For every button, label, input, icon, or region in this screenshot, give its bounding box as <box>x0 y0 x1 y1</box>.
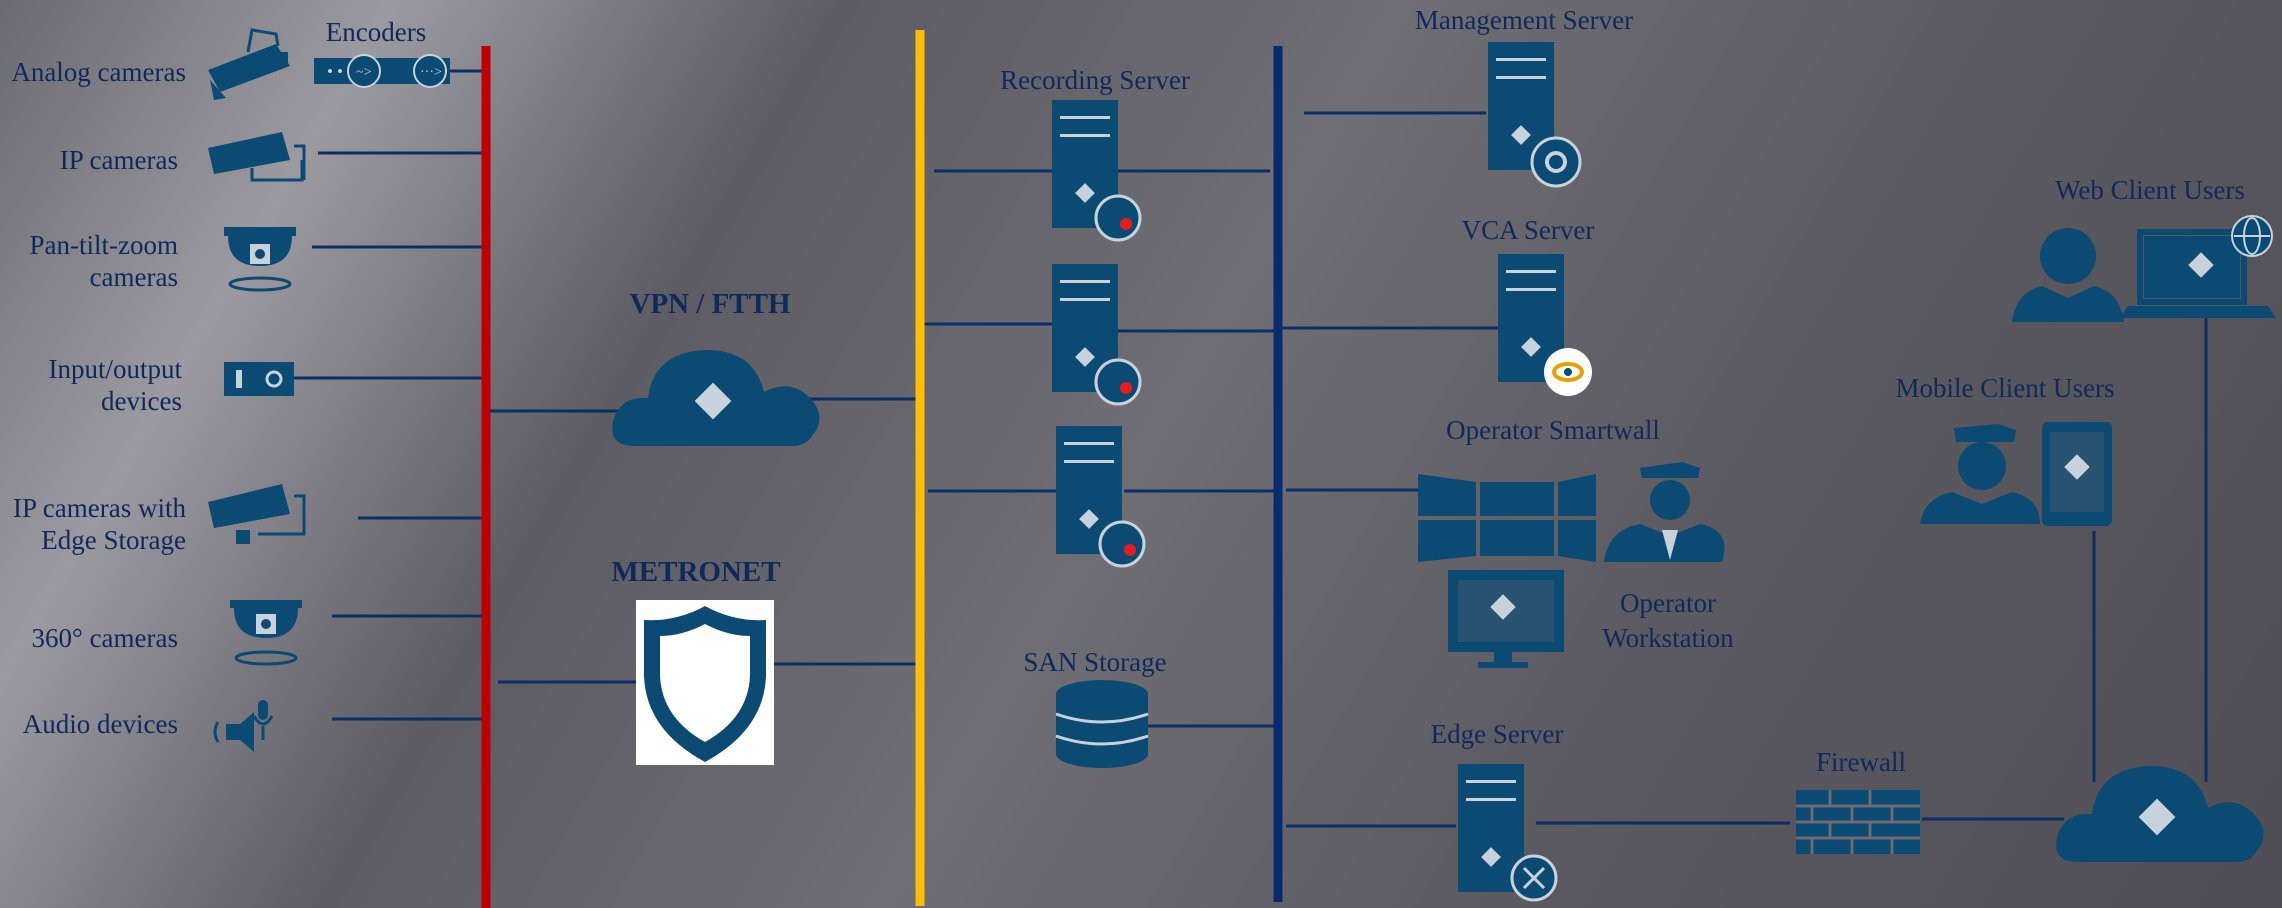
edge-server-icon <box>1458 764 1558 902</box>
mobile-phone-icon <box>2042 422 2112 526</box>
workstation-label-line1: Operator <box>1620 588 1716 618</box>
smartwall-label: Operator Smartwall <box>1446 415 1660 445</box>
360-camera-icon <box>230 600 302 666</box>
smartwall-icon <box>1418 474 1596 562</box>
encoder-icon: ~> ···> <box>314 54 450 88</box>
analog-cameras-label: Analog cameras <box>11 57 186 87</box>
ptz-label-line1: Pan-tilt-zoom <box>29 230 178 260</box>
edge-server-label: Edge Server <box>1430 719 1564 749</box>
recording-server-icon-1 <box>1052 100 1142 242</box>
web-client-label: Web Client Users <box>2055 175 2245 205</box>
recording-server-label: Recording Server <box>1000 65 1190 95</box>
vca-server-label: VCA Server <box>1461 215 1595 245</box>
io-device-icon <box>224 362 294 396</box>
recording-server-icon-3 <box>1056 426 1146 568</box>
edge-cameras-label-line1: IP cameras with <box>13 493 186 523</box>
workstation-monitor-icon <box>1448 570 1564 668</box>
mobile-client-label: Mobile Client Users <box>1895 373 2115 403</box>
ip-cameras-label: IP cameras <box>59 145 178 175</box>
360-cameras-label: 360° cameras <box>31 623 178 653</box>
vpn-label: VPN / FTTH <box>629 288 791 320</box>
laptop-icon <box>2120 229 2276 318</box>
io-label-line2: devices <box>101 386 182 416</box>
svg-text:···>: ···> <box>420 65 442 80</box>
mobile-officer-icon <box>1920 424 2040 524</box>
edge-storage-camera-icon <box>208 484 306 544</box>
firewall-icon <box>1796 790 1920 854</box>
security-officer-icon <box>1604 462 1725 562</box>
internet-cloud-icon <box>2056 766 2264 862</box>
san-storage-icon <box>1055 680 1149 768</box>
vca-server-icon <box>1498 254 1592 396</box>
io-label-line1: Input/output <box>48 354 183 384</box>
analog-camera-icon <box>208 28 290 100</box>
metronet-shield-icon <box>636 600 774 765</box>
svg-text:~>: ~> <box>356 65 372 80</box>
firewall-label: Firewall <box>1816 747 1906 777</box>
ip-camera-icon <box>208 132 306 182</box>
web-user-icon <box>2012 228 2124 322</box>
san-storage-label: SAN Storage <box>1023 647 1167 677</box>
ptz-label-line2: cameras <box>89 262 178 292</box>
recording-server-icon-2 <box>1052 264 1142 406</box>
vpn-cloud-icon <box>612 350 820 446</box>
ptz-camera-icon <box>224 227 296 292</box>
audio-device-icon <box>213 700 274 752</box>
encoders-label: Encoders <box>325 17 427 47</box>
edge-cameras-label-line2: Edge Storage <box>41 525 186 555</box>
audio-devices-label: Audio devices <box>22 709 178 739</box>
metronet-label: METRONET <box>611 556 781 588</box>
globe-icon <box>2231 215 2273 257</box>
workstation-label-line2: Workstation <box>1602 623 1734 653</box>
management-server-icon <box>1488 42 1582 188</box>
management-server-label: Management Server <box>1414 5 1634 35</box>
